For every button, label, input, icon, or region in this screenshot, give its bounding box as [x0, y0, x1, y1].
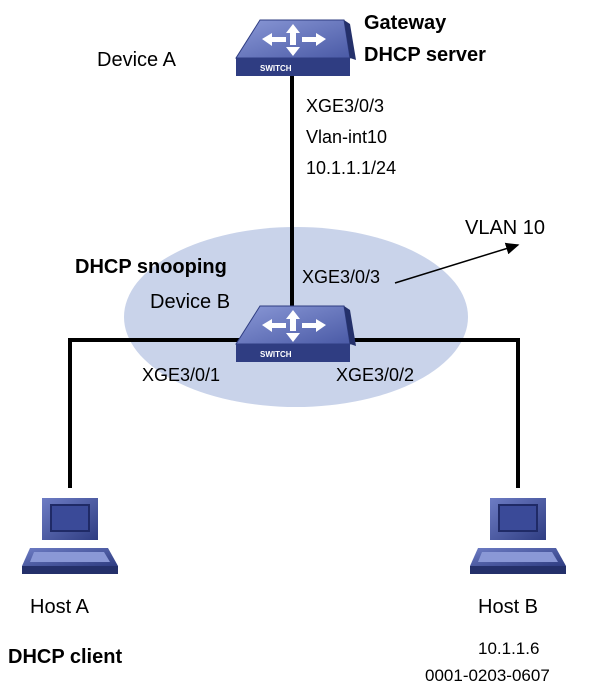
- host-b-name: Host B: [478, 596, 538, 618]
- device-a-role-gateway: Gateway: [364, 12, 447, 34]
- device-a-switch-badge: SWITCH: [260, 64, 292, 73]
- device-b-name: Device B: [150, 291, 230, 313]
- device-b-switch-badge: SWITCH: [260, 350, 292, 359]
- device-a-port-interface: XGE3/0/3: [306, 96, 384, 116]
- device-a-name: Device A: [97, 49, 177, 71]
- host-a-name: Host A: [30, 596, 90, 618]
- host-a-role: DHCP client: [8, 646, 122, 668]
- device-a-switch-icon: SWITCH: [235, 19, 356, 76]
- host-b-mac: 0001-0203-0607: [425, 666, 550, 685]
- host-a-pc-icon: [22, 498, 118, 574]
- vlan-label: VLAN 10: [465, 217, 545, 239]
- device-a-port-vlan-interface: Vlan-int10: [306, 127, 387, 147]
- host-b-pc-icon: [470, 498, 566, 574]
- device-b-port-left: XGE3/0/1: [142, 365, 220, 385]
- link-b-host-a: [68, 338, 240, 488]
- device-a-role-dhcp-server: DHCP server: [364, 44, 486, 66]
- device-b-switch-icon: SWITCH: [235, 305, 356, 362]
- device-b-port-right: XGE3/0/2: [336, 365, 414, 385]
- device-b-role: DHCP snooping: [75, 256, 227, 278]
- device-a-port-ip: 10.1.1.1/24: [306, 158, 396, 178]
- host-b-ip: 10.1.1.6: [478, 639, 539, 658]
- link-b-host-b: [345, 338, 520, 488]
- device-b-port-uplink: XGE3/0/3: [302, 267, 380, 287]
- vlan-arrow-icon: [394, 242, 520, 284]
